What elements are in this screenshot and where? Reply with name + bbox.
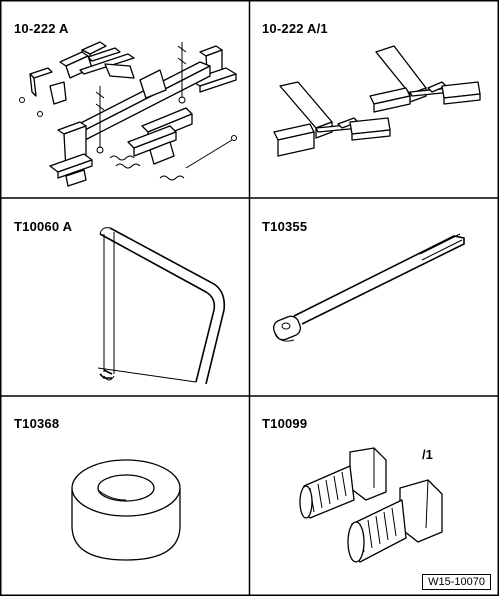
panel-label-t10368: T10368 bbox=[14, 416, 60, 431]
panel-label-t10355: T10355 bbox=[262, 219, 308, 234]
figure-reference: W15-10070 bbox=[422, 574, 491, 590]
bent-pin-tool-icon bbox=[97, 227, 226, 385]
spline-bits-icon bbox=[299, 447, 443, 563]
panel-label-t10060-a: T10060 A bbox=[14, 219, 73, 234]
panel-label-t10099: T10099 bbox=[262, 416, 308, 431]
panel-label-10-222-a: 10-222 A bbox=[14, 21, 69, 36]
engine-support-bridge-icon bbox=[19, 41, 237, 187]
long-ratchet-icon bbox=[272, 233, 465, 342]
panel-label-10-222-a-1: 10-222 A/1 bbox=[262, 21, 328, 36]
sub-part-label: /1 bbox=[422, 447, 433, 462]
adapter-brackets-icon bbox=[273, 45, 481, 157]
ring-spacer-icon bbox=[71, 459, 181, 561]
